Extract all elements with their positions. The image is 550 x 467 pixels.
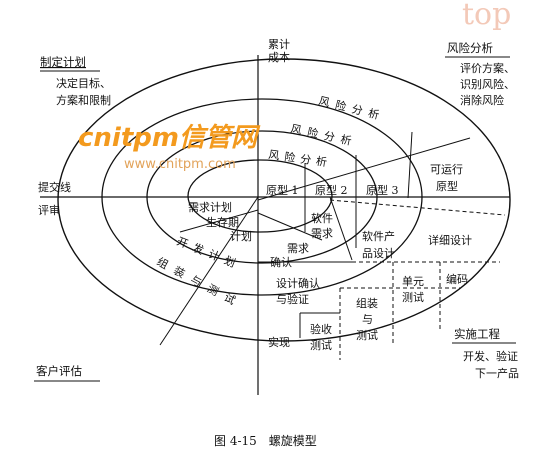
spiral-ring-2 xyxy=(146,130,378,264)
figure-caption: 图 4-15 螺旋模型 xyxy=(214,434,317,448)
acceptance-test-line2: 测试 xyxy=(310,339,332,352)
product-design-line1: 软件产 xyxy=(362,229,395,243)
radial-line-customer xyxy=(159,196,259,346)
unit-test-line1: 单元 xyxy=(402,275,424,288)
product-design-line2: 品设计 xyxy=(362,247,395,260)
prototype-1: 原型 1 xyxy=(266,183,299,197)
design-validation-line1: 设计确认 xyxy=(276,277,320,290)
spiral-ring-3 xyxy=(101,98,423,296)
axis-top-line1: 累计 xyxy=(268,38,290,51)
risk-analysis-label-1: 风险分析 xyxy=(317,93,386,123)
quadrant-engineering-title: 实施工程 xyxy=(454,327,500,341)
requirements-plan-line1: 需求计划 xyxy=(188,201,232,214)
radial-line-proto3 xyxy=(407,131,413,199)
coding-label: 编码 xyxy=(446,272,468,286)
spiral-ring-outer xyxy=(57,58,511,342)
quadrant-risk-line1: 评价方案、 xyxy=(460,61,515,75)
detailed-design-label: 详细设计 xyxy=(428,233,472,247)
operational-prototype-line1: 可运行 xyxy=(430,163,463,176)
quadrant-risk-line2: 识别风险、 xyxy=(460,77,515,91)
design-validation-line2: 与验证 xyxy=(276,292,309,306)
quadrant-planning-line2: 方案和限制 xyxy=(56,93,111,107)
quadrant-planning-title: 制定计划 xyxy=(40,55,86,69)
radial-line-risk xyxy=(257,137,471,201)
integration-test-line1: 组装 xyxy=(356,296,378,310)
prototype-3: 原型 3 xyxy=(366,183,399,197)
dashed-line-top xyxy=(329,199,506,216)
divider-engineering-1 xyxy=(257,212,323,241)
risk-analysis-label-2: 风险分析 xyxy=(289,121,358,149)
quadrant-customer-title: 客户评估 xyxy=(36,364,82,378)
operational-prototype-line2: 原型 xyxy=(436,179,458,193)
quadrant-engineering-line1: 开发、验证 xyxy=(463,349,518,363)
quadrant-risk-line3: 消除风险 xyxy=(460,93,504,107)
quadrant-engineering-line2: 下一产品 xyxy=(475,366,519,380)
watermark-brand: cnitpm信管网 xyxy=(78,123,261,153)
requirements-confirm-line1: 需求 xyxy=(287,242,309,255)
axis-left-line1: 提交线 xyxy=(38,180,71,194)
integration-test-line2: 与 xyxy=(362,313,373,326)
axis-left-line2: 评审 xyxy=(38,203,60,217)
quadrant-risk-title: 风险分析 xyxy=(447,41,493,55)
software-requirements-line1: 软件 xyxy=(311,211,333,225)
unit-test-line2: 测试 xyxy=(402,291,424,304)
axis-top-line2: 成本 xyxy=(268,50,290,64)
watermark-url: www.cnitpm.com xyxy=(124,157,236,172)
requirements-confirm-line2: 确认 xyxy=(270,256,292,269)
divider-plan-1 xyxy=(179,209,259,233)
spiral-ring-inner xyxy=(187,159,333,233)
quadrant-planning-line1: 决定目标、 xyxy=(56,76,111,90)
software-requirements-line2: 需求 xyxy=(311,227,333,240)
integration-test-line3: 测试 xyxy=(356,329,378,342)
requirements-plan-line3: 计划 xyxy=(230,230,252,243)
implementation-label: 实现 xyxy=(268,335,290,349)
prototype-2: 原型 2 xyxy=(315,183,348,197)
divider-engineering-2 xyxy=(329,196,353,261)
acceptance-test-line1: 验收 xyxy=(310,322,332,336)
requirements-plan-line2: 生存期 xyxy=(206,215,239,229)
corner-watermark-text: top xyxy=(462,0,511,32)
